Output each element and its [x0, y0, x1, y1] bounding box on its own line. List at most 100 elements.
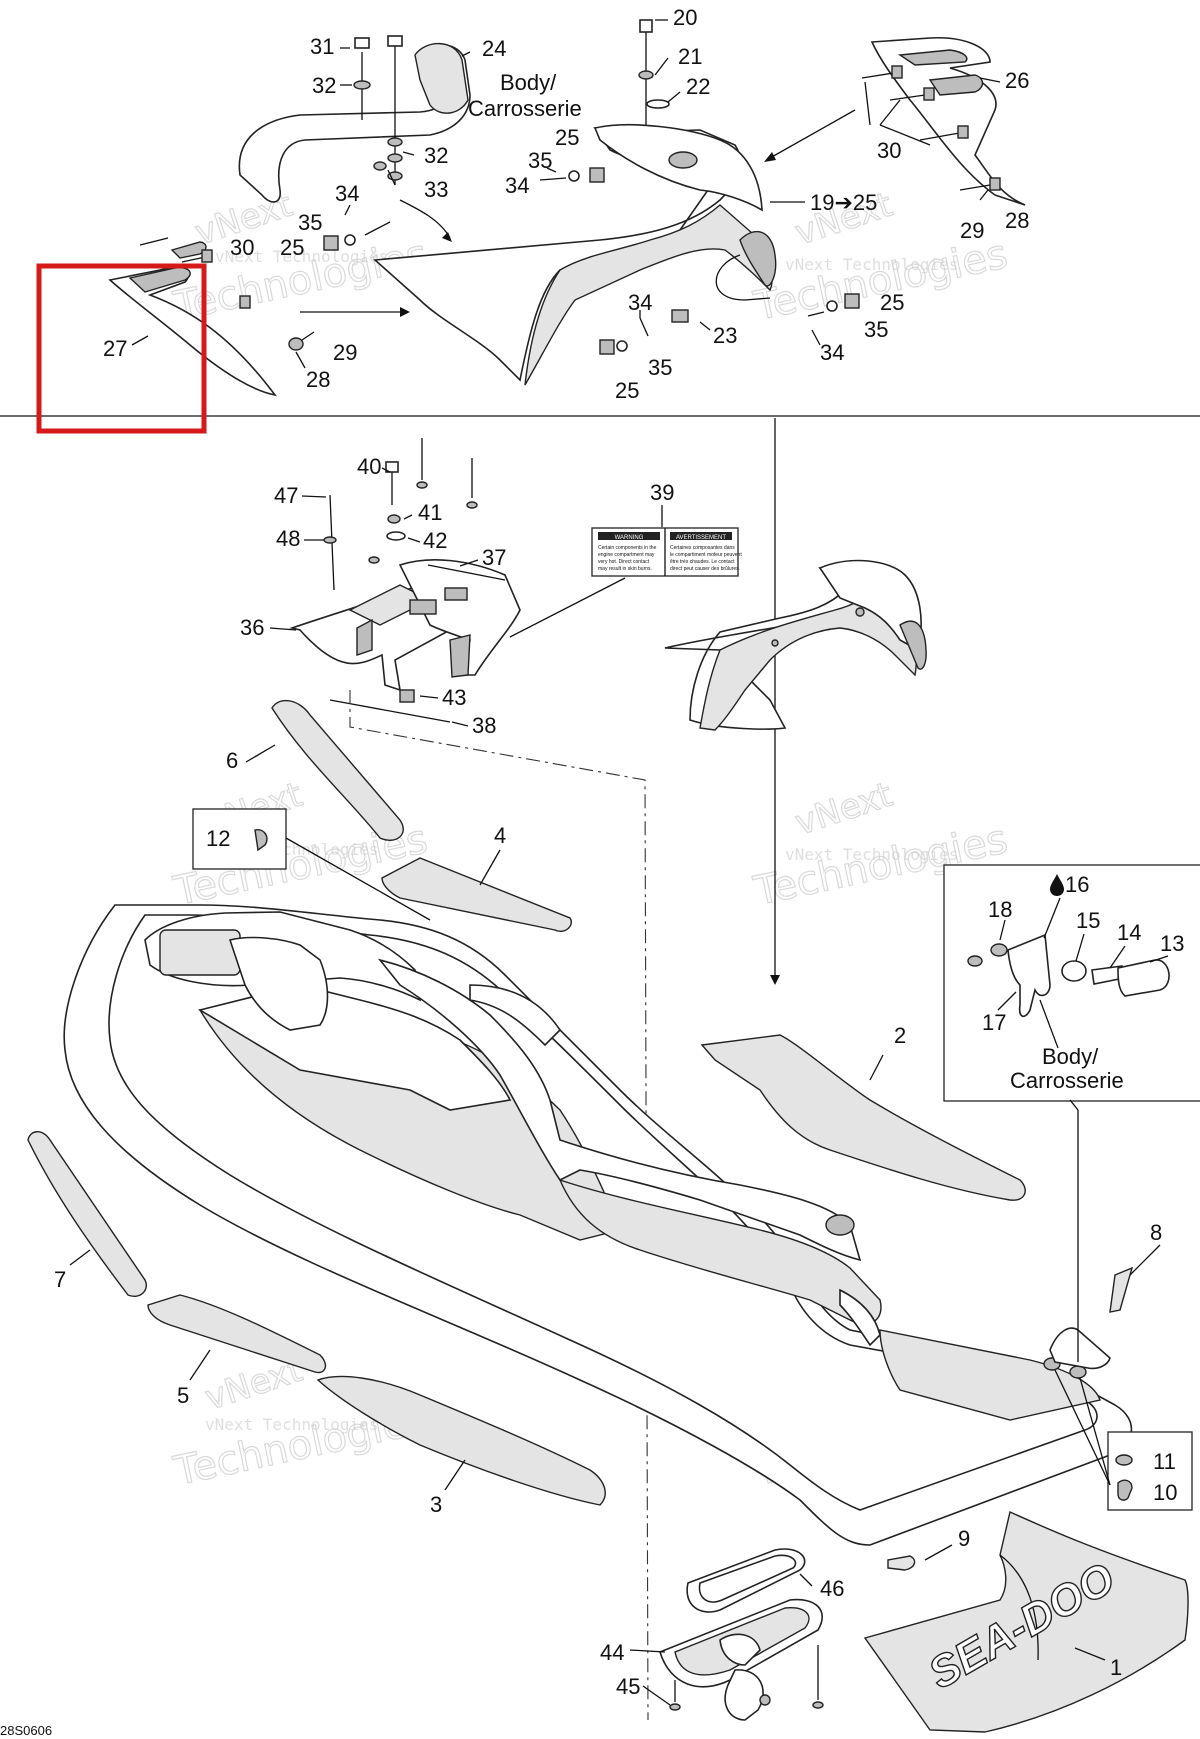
part-27-rear-spoiler-left[interactable]: [108, 241, 277, 397]
part-36-engine-cover-plate[interactable]: [289, 559, 521, 692]
callout-40: 40: [357, 454, 381, 479]
top-section: 20 21 22 24 26 31 32 32 33 Body/ Carross…: [0, 5, 1200, 434]
hull-deck[interactable]: [63, 904, 1133, 1546]
callout-36: 36: [240, 615, 264, 640]
callouts-bottom: 2 8 7 5 3 9 46 44 45 1: [54, 1023, 1162, 1699]
warning-title-fr: AVERTISSEMENT: [676, 535, 726, 541]
fastener-group-30-right: [861, 65, 1001, 191]
screw-10-icon: [1117, 1479, 1133, 1501]
washer-35-icon: [616, 340, 628, 352]
callout-30-left: 30: [230, 235, 254, 260]
warning-text: may result in skin burns.: [598, 566, 652, 572]
part-12-inset-box[interactable]: 12: [192, 808, 431, 921]
callout-35-center: 35: [528, 148, 552, 173]
callout-32-lower: 32: [424, 143, 448, 168]
washer-35-icon: [344, 234, 356, 246]
inset-box-fasteners-10-11[interactable]: 11 10: [1054, 1369, 1193, 1511]
callout-18: 18: [988, 897, 1012, 922]
callout-14: 14: [1117, 920, 1141, 945]
watermark-text: vNext Technologies: [205, 1415, 378, 1434]
callout-5: 5: [177, 1383, 189, 1408]
part-19-body-shell[interactable]: [373, 124, 777, 386]
spacer-icon: [891, 65, 903, 79]
nut-18-icon: [990, 943, 1008, 957]
nut-icon: [368, 556, 380, 564]
callout-33: 33: [424, 177, 448, 202]
clip-group-right: [807, 293, 860, 317]
callout-17: 17: [982, 1010, 1006, 1035]
clip-25-icon: [844, 293, 860, 309]
part-26-rear-spoiler-right[interactable]: [870, 37, 1026, 206]
callout-25-bottom: 25: [615, 378, 639, 403]
nut-icon: [466, 501, 478, 509]
callout-39: 39: [650, 480, 674, 505]
clip-25-icon: [599, 339, 615, 355]
body-label-line2: Carrosserie: [468, 96, 582, 121]
callout-25-center: 25: [555, 125, 579, 150]
callout-19-25: 19➔25: [810, 190, 877, 215]
part-2-right-footwell-mat[interactable]: [700, 1034, 1026, 1201]
warning-text: engine compartment may: [598, 552, 655, 558]
washer-35-icon: [568, 170, 580, 182]
washer-48-icon: [323, 536, 337, 544]
callouts-top: 20 21 22 24 26 31 32 32 33 Body/ Carross…: [103, 5, 1029, 403]
callout-35-bottom: 35: [648, 355, 672, 380]
callout-34-right: 34: [820, 340, 844, 365]
bolt-icon: [387, 35, 403, 47]
part-7-left-side-mat[interactable]: [27, 1131, 147, 1297]
nut-icon: [416, 481, 428, 489]
leader-lines-top: [131, 19, 1001, 369]
fastener-group-30-left: [139, 237, 315, 351]
washer-45-icon: [669, 1703, 681, 1711]
clip-group-left: [323, 221, 391, 251]
callout-15: 15: [1076, 908, 1100, 933]
warning-text: le compartiment moteur peuvent: [670, 552, 742, 558]
highlight-box-part-27: [36, 263, 207, 434]
spacer-28-icon: [288, 337, 304, 351]
bolt-20-icon: [639, 19, 653, 33]
clip-11-icon: [1115, 1454, 1133, 1466]
part-6-footwell-mat[interactable]: [271, 699, 404, 841]
callout-20: 20: [673, 5, 697, 30]
callout-46: 46: [820, 1576, 844, 1601]
body-preview[interactable]: [664, 559, 927, 731]
assembly-arrows-top: [300, 109, 856, 317]
callout-1: 1: [1110, 1655, 1122, 1680]
callout-4: 4: [494, 823, 506, 848]
callout-48: 48: [276, 526, 300, 551]
callout-22: 22: [686, 74, 710, 99]
clip-group-center: [539, 167, 605, 183]
callout-21: 21: [678, 44, 702, 69]
callout-37: 37: [482, 545, 506, 570]
part-46-storage-gasket[interactable]: [686, 1548, 806, 1613]
part-24-grab-handle[interactable]: [238, 42, 471, 203]
callout-6: 6: [226, 748, 238, 773]
grease-drop-icon: [1050, 874, 1064, 896]
washer-22-icon: [646, 99, 670, 109]
callout-32-upper: 32: [312, 73, 336, 98]
inset-box-tow-eye[interactable]: 16 18 15 14 13 17 Body/ Carrosserie: [943, 864, 1200, 1102]
callout-47: 47: [274, 483, 298, 508]
strip-37: [427, 564, 506, 581]
plate-15-icon: [1061, 960, 1087, 982]
middle-section: WARNING AVERTISSEMENT Certain components…: [192, 418, 1200, 1721]
fuel-cap-icon: [825, 1214, 855, 1236]
inset-body-label-line1: Body/: [1042, 1044, 1099, 1069]
part-5-left-footwell-mat[interactable]: [147, 1294, 327, 1374]
warning-text: Certain components in the: [598, 545, 657, 551]
tow-eye-icon: [1049, 1327, 1111, 1370]
clip-43-icon: [399, 689, 415, 703]
leader-lines-middle: [245, 467, 663, 886]
part-39-warning-label[interactable]: WARNING AVERTISSEMENT Certain components…: [591, 527, 742, 577]
part-44-storage-box[interactable]: [659, 1598, 823, 1721]
clip-25-icon: [323, 235, 339, 251]
watermark-text: vNext Technologies: [785, 255, 958, 274]
part-3-left-deck-mat[interactable]: [316, 1375, 606, 1506]
part-8-small-decal[interactable]: [1109, 1266, 1134, 1313]
tow-eye-13-icon: [1117, 959, 1170, 997]
watermark-text: vNext Technologies: [785, 845, 958, 864]
part-4-seat-mat[interactable]: [381, 857, 572, 932]
part-9-small-decal[interactable]: [887, 1555, 916, 1571]
leader-line: [509, 577, 626, 638]
part-1-rear-deck-decal[interactable]: SEA-DOO: [863, 1511, 1189, 1733]
